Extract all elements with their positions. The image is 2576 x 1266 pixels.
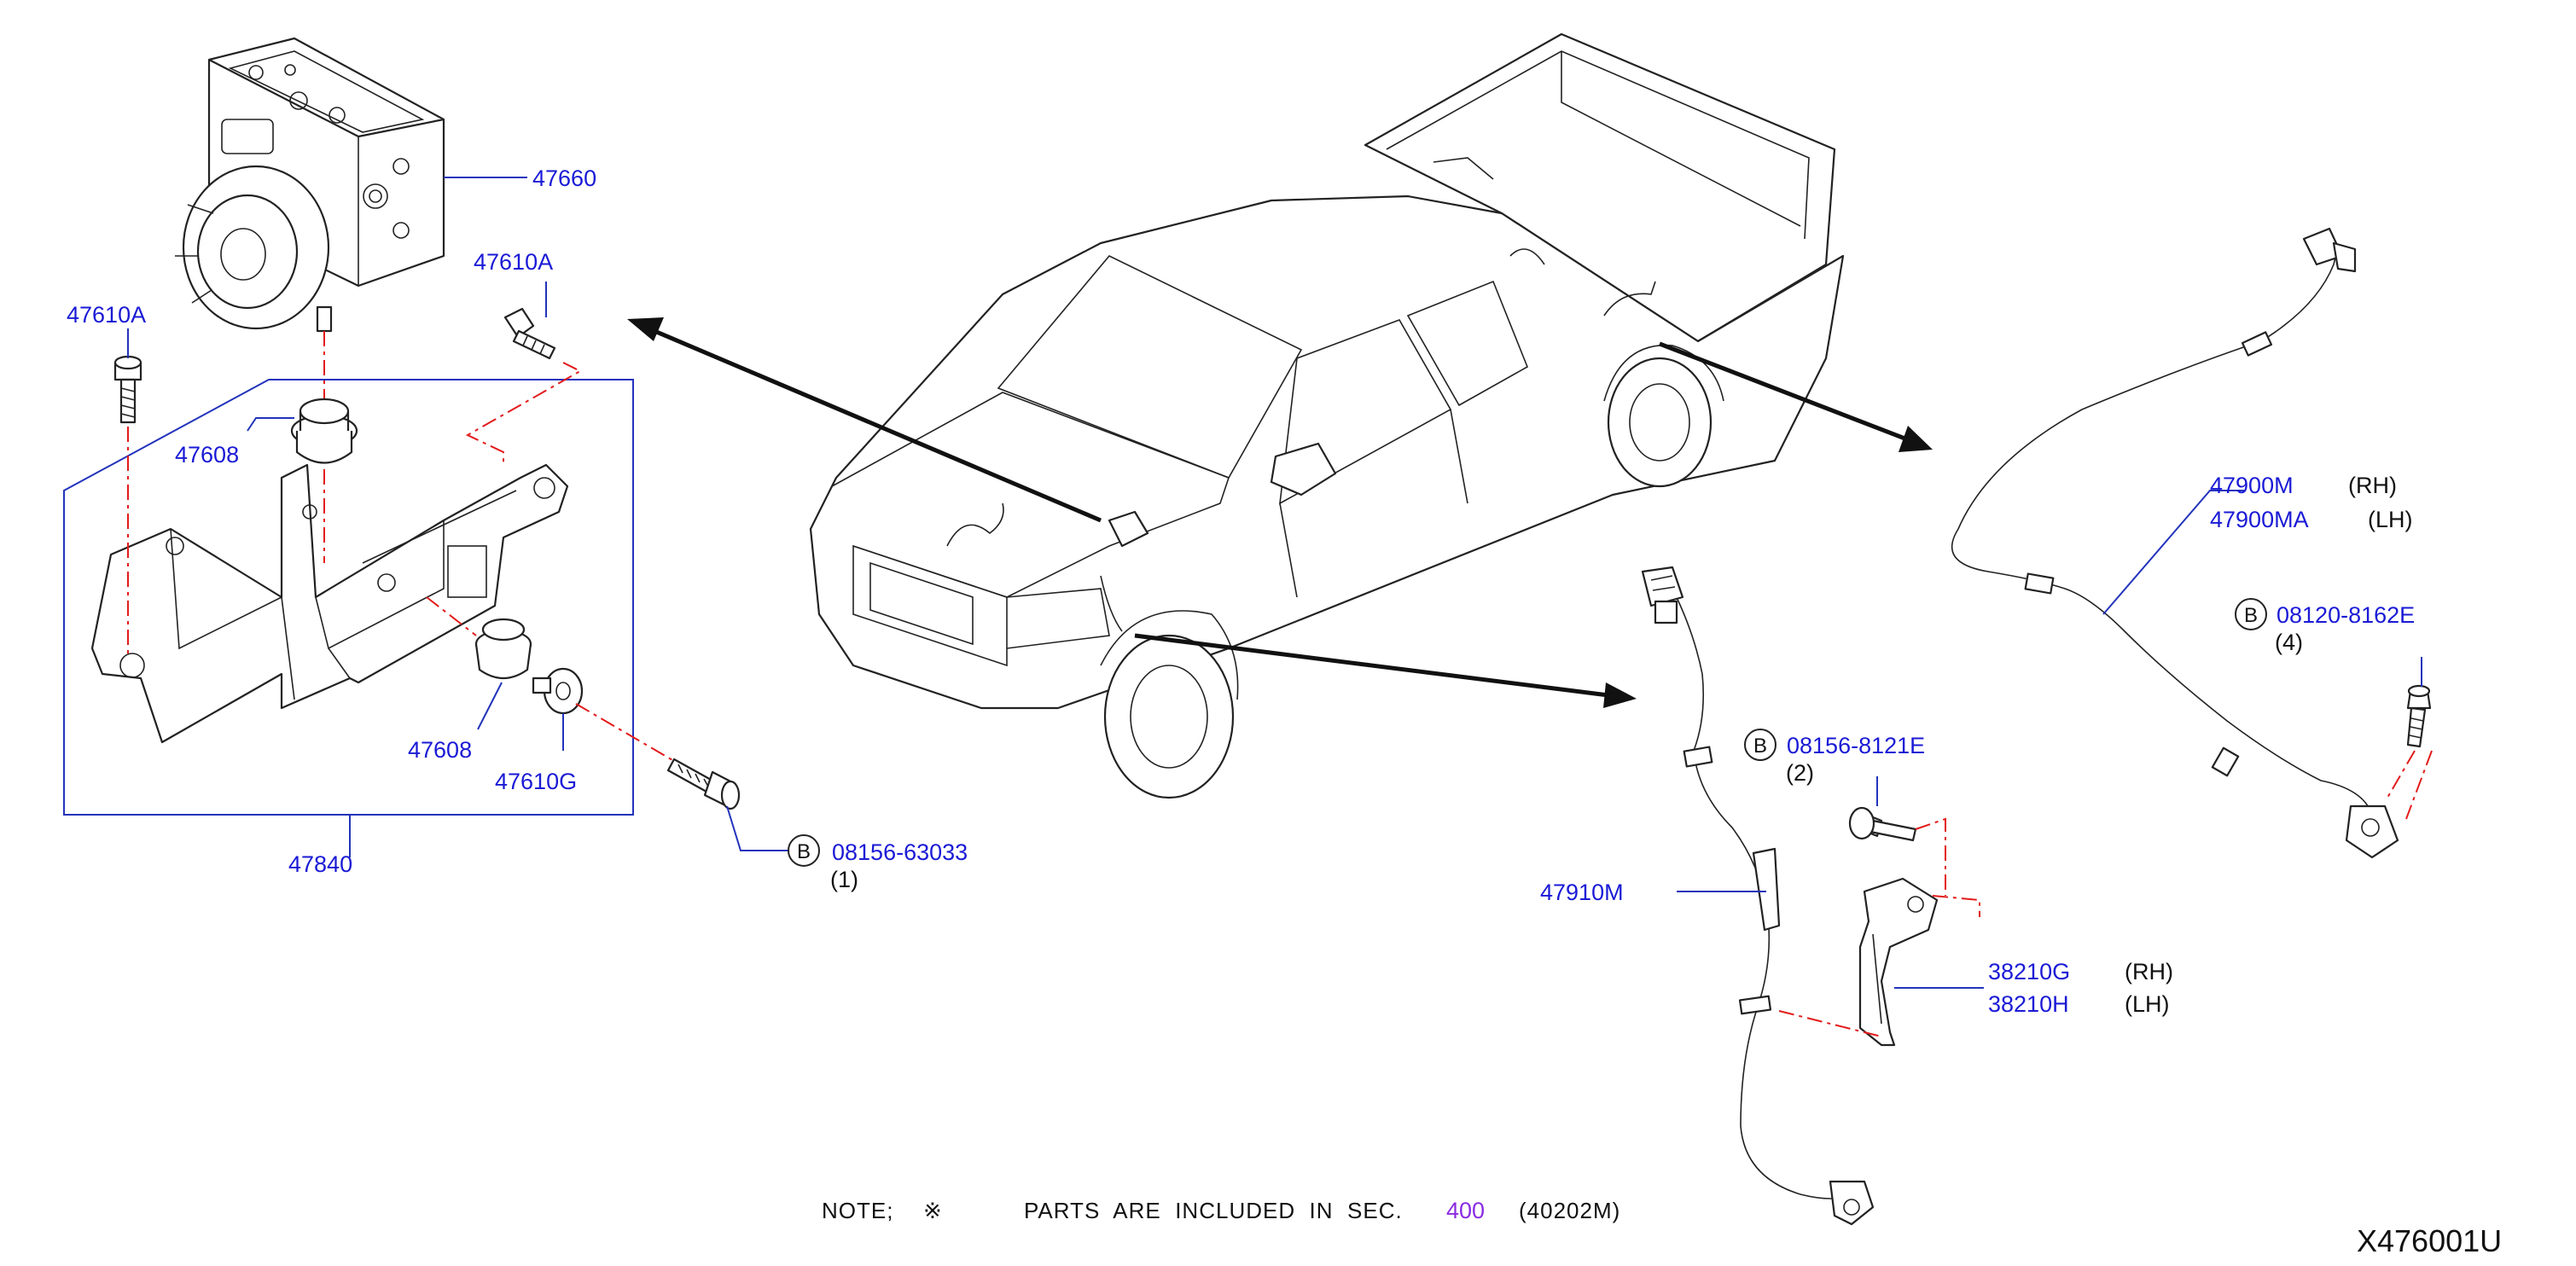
part-number-47840[interactable]: 47840 [288,851,352,877]
grommet-top[interactable] [290,398,358,464]
pickup-truck [809,32,1845,799]
abs-actuator[interactable] [175,37,445,333]
note-section-link[interactable]: 400 [1446,1198,1485,1223]
side-47900MA: (LH) [2368,507,2413,532]
part-number-08156-8121E[interactable]: 08156-8121E [1787,733,1925,758]
quantity-08120-8162E: (4) [2275,630,2303,655]
part-number-08156-63033[interactable]: 08156-63033 [832,839,968,865]
note-text: PARTS ARE INCLUDED IN SEC. [1024,1198,1403,1223]
bolt-08120-8162E[interactable] [2406,684,2432,748]
svg-text:B: B [797,840,811,863]
arrow-to-rear-sensor [1659,341,1933,452]
bolt-08156-63033[interactable] [666,758,741,810]
note-prefix: NOTE; [822,1198,893,1223]
bolt-47610A-top[interactable] [503,307,556,360]
part-number-47900MA[interactable]: 47900MA [2210,507,2309,532]
side-38210H: (LH) [2125,991,2170,1017]
abs-bracket[interactable] [90,463,569,744]
part-number-47608-bottom[interactable]: 47608 [408,737,472,763]
part-number-47610A-left[interactable]: 47610A [67,302,146,328]
bolt-symbol-b: B [2235,598,2267,630]
bolt-08156-8121E[interactable] [1848,806,1917,842]
arrow-to-front-sensor [1134,633,1637,708]
part-number-47910M[interactable]: 47910M [1540,880,1624,905]
part-number-47610G[interactable]: 47610G [495,769,577,794]
rear-wheel-sensor-harness[interactable] [1951,227,2399,859]
front-wheel-sensor-harness[interactable] [1641,566,1875,1226]
diagram-id: X476001U [2357,1223,2502,1258]
bolt-symbol-b: B [788,834,820,867]
part-number-47660[interactable]: 47660 [532,166,596,191]
note-symbol: ※ [923,1198,943,1223]
quantity-08156-63033: (1) [830,867,858,892]
part-number-47610A-top[interactable]: 47610A [474,249,553,275]
arrow-to-abs [627,317,1102,523]
bracket-assembly-frame [63,379,634,816]
side-47900M: (RH) [2348,473,2397,498]
part-number-08120-8162E[interactable]: 08120-8162E [2277,602,2415,628]
part-number-38210H[interactable]: 38210H [1988,991,2069,1017]
sensor-bracket-38210G[interactable] [1858,877,1939,1047]
part-number-47608-top[interactable]: 47608 [175,442,239,467]
part-number-38210G[interactable]: 38210G [1988,959,2070,984]
bolt-47610A-left[interactable] [113,355,142,424]
svg-text:B: B [1753,735,1767,758]
part-number-47900M[interactable]: 47900M [2210,473,2294,498]
collar[interactable] [532,667,584,715]
side-38210G: (RH) [2125,959,2173,984]
svg-text:B: B [2244,604,2258,627]
bolt-symbol-b: B [1744,729,1776,761]
quantity-08156-8121E: (2) [1786,760,1814,786]
note-ref: (40202M) [1519,1198,1620,1223]
grommet-bottom[interactable] [474,618,532,679]
